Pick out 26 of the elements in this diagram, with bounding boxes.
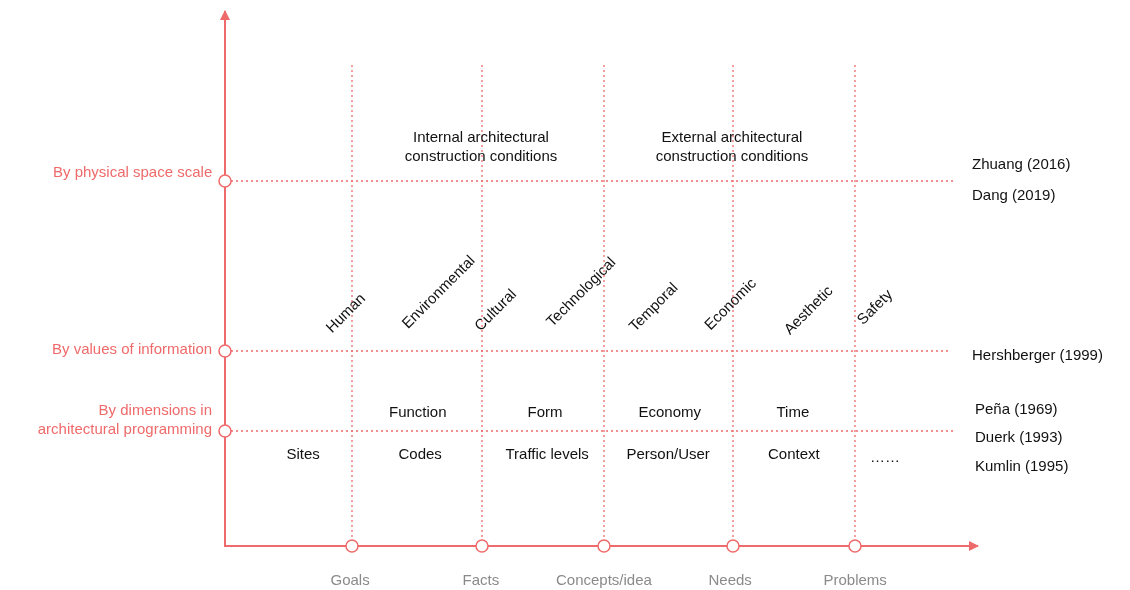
dimension-label: Traffic levels — [505, 444, 589, 463]
axis-label: Concepts/idea — [556, 570, 652, 589]
axis-label: By dimensions in architectural programming — [37, 400, 212, 438]
citation-label: Dang (2019) — [972, 185, 1056, 204]
dimension-label: Time — [776, 402, 810, 421]
group-heading: External architectural construction conditions — [654, 127, 810, 165]
dimension-label: Form — [527, 402, 563, 421]
citation-label: Peña (1969) — [975, 399, 1058, 418]
citation-label: Zhuang (2016) — [972, 154, 1071, 173]
dimension-label: Codes — [398, 444, 442, 463]
citation-label: Duerk (1993) — [975, 427, 1063, 446]
axis-label: Problems — [823, 570, 887, 589]
group-heading: Internal architectural construction conditions — [403, 127, 559, 165]
dimension-label: Function — [389, 402, 447, 421]
axis-label: By physical space scale — [53, 162, 213, 181]
axis-label: By values of information — [52, 339, 213, 358]
dimension-label: Context — [768, 444, 820, 463]
ellipsis-text: …… — [870, 447, 900, 466]
citation-label: Kumlin (1995) — [975, 456, 1069, 475]
axis-label: Goals — [330, 570, 370, 589]
dimension-label: Person/User — [626, 444, 710, 463]
citation-label: Hershberger (1999) — [972, 345, 1103, 364]
dimension-label: Economy — [638, 402, 702, 421]
axis-label: Facts — [462, 570, 500, 589]
dimension-label: Sites — [286, 444, 320, 463]
axis-label: Needs — [708, 570, 752, 589]
